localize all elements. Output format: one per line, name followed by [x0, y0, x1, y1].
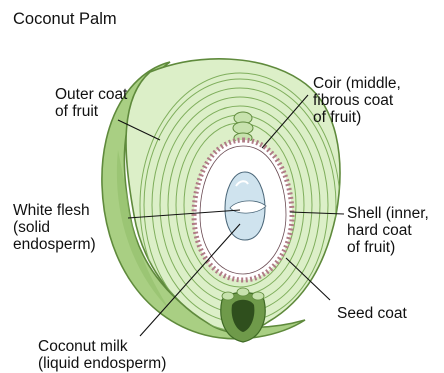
label-coconut-milk-line-2: (liquid endosperm)	[38, 355, 166, 372]
label-white-flesh: White flesh (solid endosperm)	[13, 202, 96, 253]
label-seed-coat-line-1: Seed coat	[337, 305, 407, 322]
label-white-flesh-line-2: (solid	[13, 219, 96, 236]
label-seed-coat: Seed coat	[337, 305, 407, 322]
label-coir-line-1: Coir (middle,	[313, 75, 401, 92]
label-coir-line-3: of fruit)	[313, 109, 401, 126]
label-coir-line-2: fibrous coat	[313, 92, 401, 109]
label-white-flesh-line-1: White flesh	[13, 202, 96, 219]
diagram-title: Coconut Palm	[13, 10, 117, 29]
label-shell-line-1: Shell (inner,	[347, 205, 429, 222]
label-outer-coat: Outer coat of fruit	[55, 86, 127, 120]
label-shell: Shell (inner, hard coat of fruit)	[347, 205, 429, 256]
label-shell-line-3: of fruit)	[347, 239, 429, 256]
label-outer-coat-line-2: of fruit	[55, 103, 127, 120]
label-coconut-milk-line-1: Coconut milk	[38, 338, 166, 355]
label-coconut-milk: Coconut milk (liquid endosperm)	[38, 338, 166, 372]
label-shell-line-2: hard coat	[347, 222, 429, 239]
label-outer-coat-line-1: Outer coat	[55, 86, 127, 103]
label-white-flesh-line-3: endosperm)	[13, 236, 96, 253]
label-coir: Coir (middle, fibrous coat of fruit)	[313, 75, 401, 126]
